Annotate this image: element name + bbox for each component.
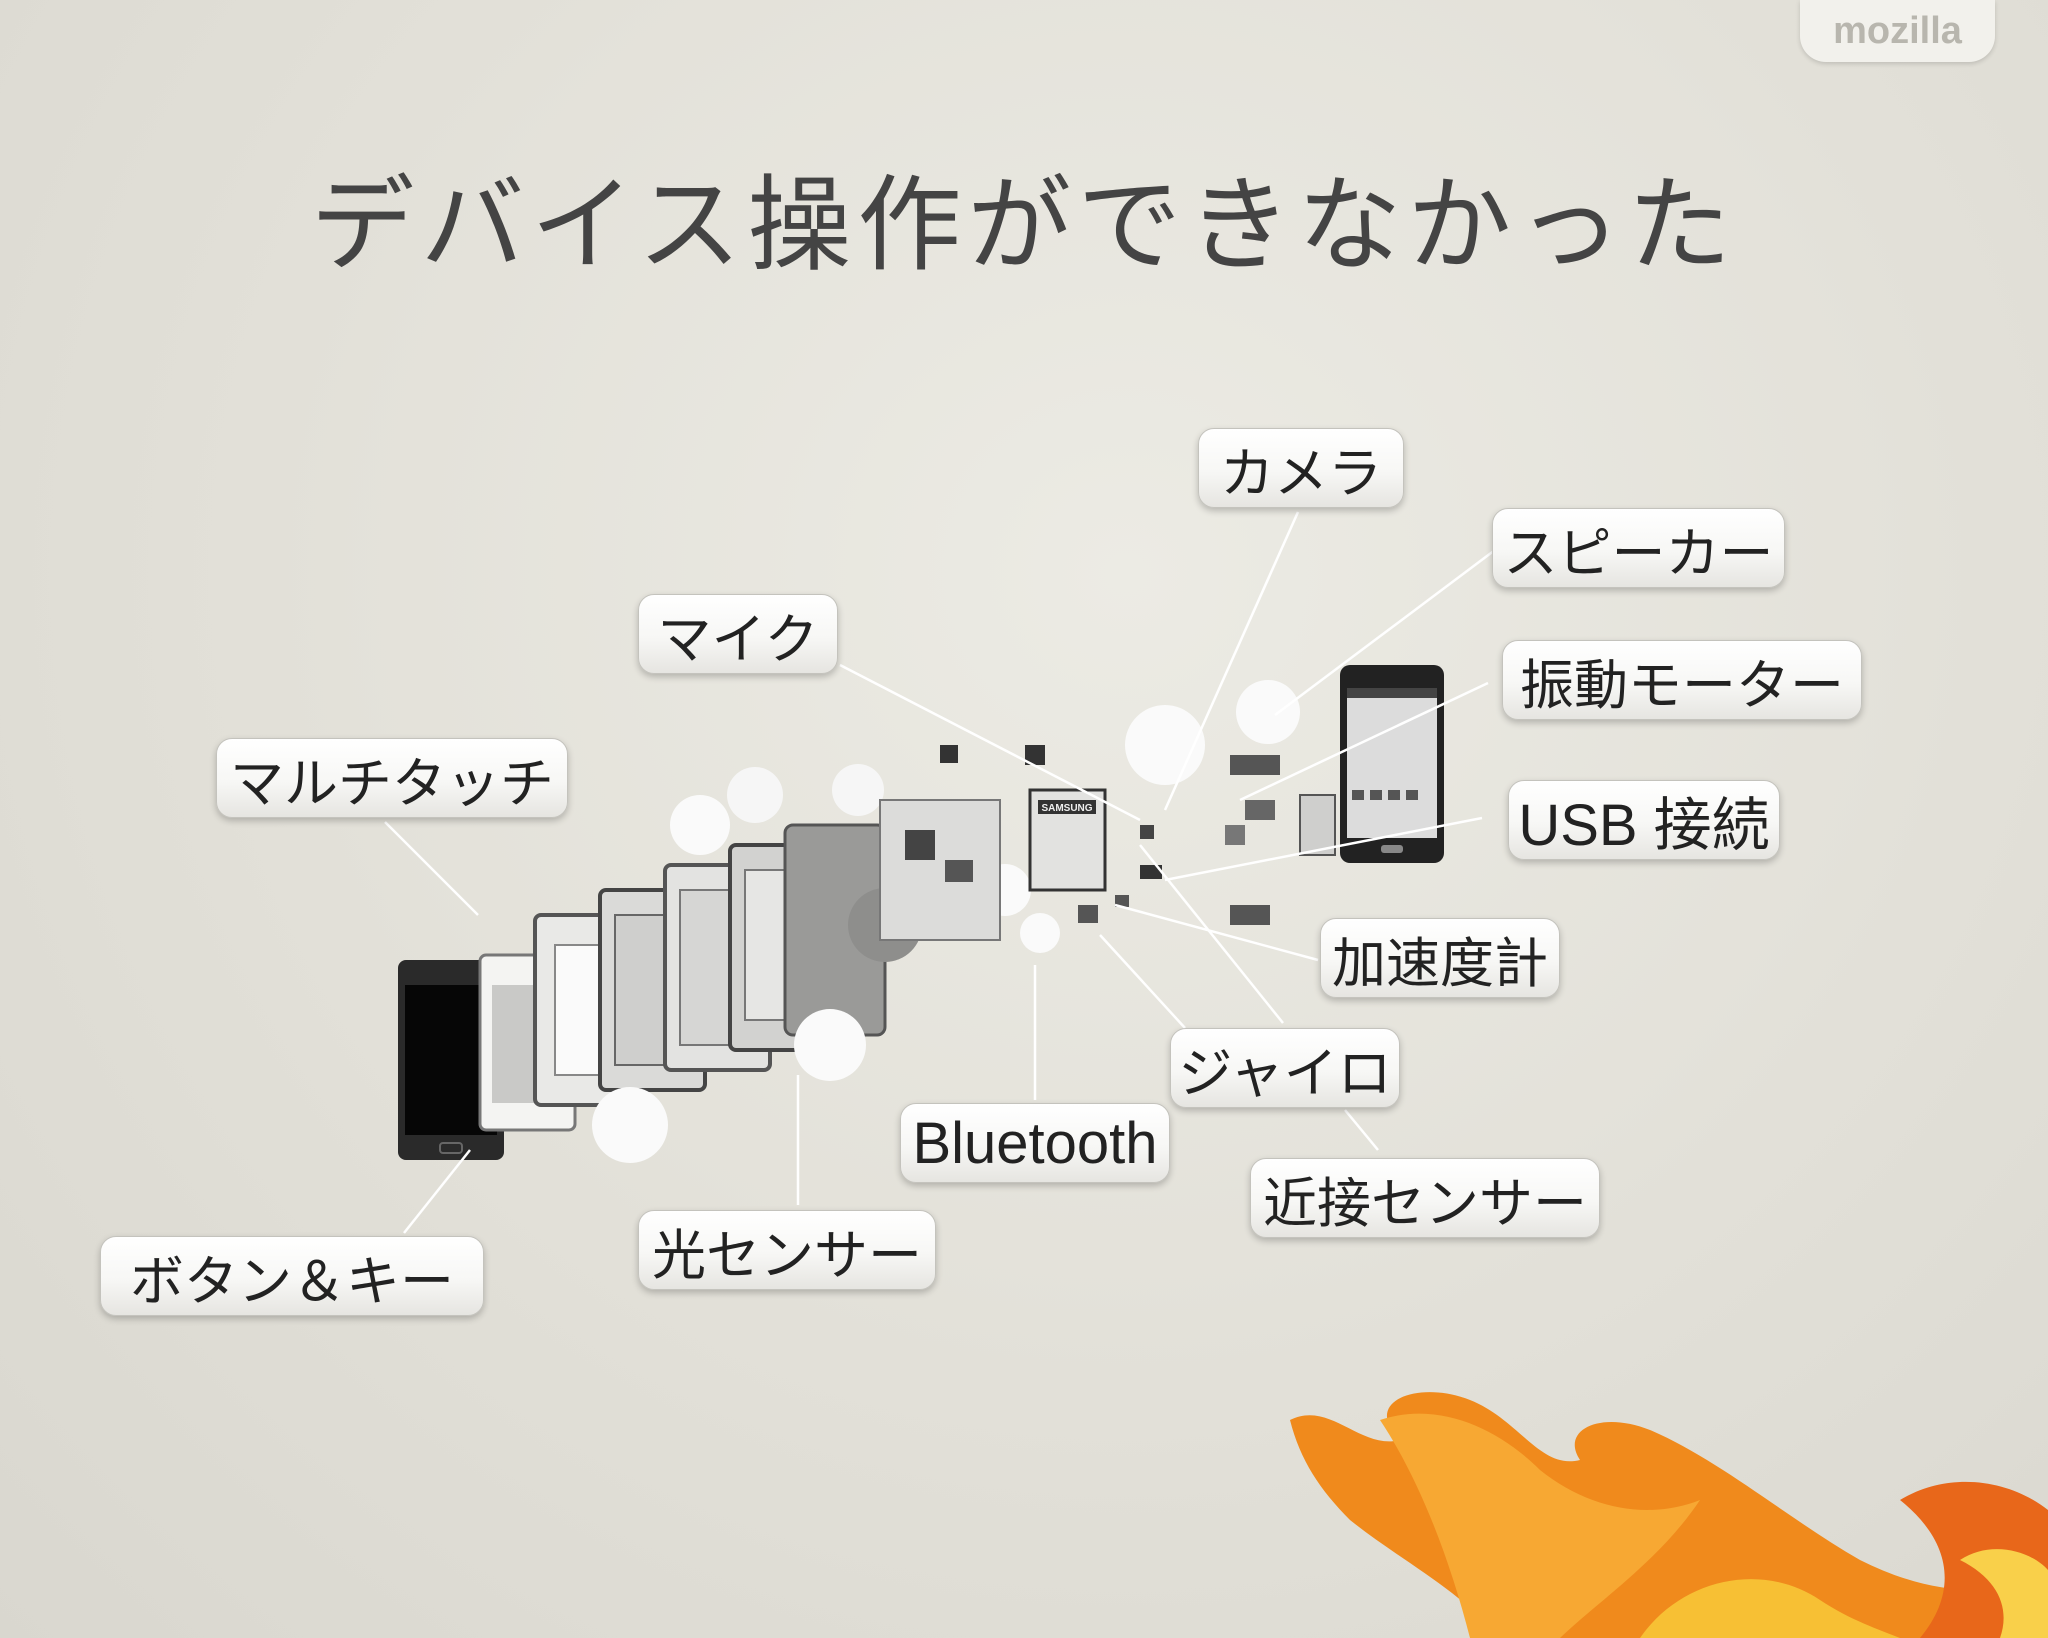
label-mic: マイク <box>638 594 838 674</box>
part-circle-e <box>794 1009 866 1081</box>
label-proximity-sensor: 近接センサー <box>1250 1158 1600 1238</box>
label-gyro: ジャイロ <box>1170 1028 1400 1108</box>
label-multitouch: マルチタッチ <box>216 738 568 818</box>
battery: SAMSUNG <box>1028 788 1107 892</box>
small-components <box>1078 755 1336 925</box>
label-vibration-motor: 振動モーター <box>1502 640 1862 720</box>
label-speaker: スピーカー <box>1492 508 1785 588</box>
part-circle-i <box>1020 913 1060 953</box>
assembled-phone <box>1340 665 1444 863</box>
connector-lines <box>384 511 1496 1234</box>
mozilla-logo-tab: mozilla <box>1800 0 1995 62</box>
part-circle-b <box>727 767 783 823</box>
mozilla-wordmark: mozilla <box>1833 9 1962 52</box>
part-circle-c <box>832 764 884 816</box>
part-circle-a <box>670 795 730 855</box>
slide-title: デバイス操作ができなかった <box>310 164 1738 286</box>
part-circle-d <box>592 1087 668 1163</box>
label-buttons-keys: ボタン＆キー <box>100 1236 484 1316</box>
label-bluetooth: Bluetooth <box>900 1103 1170 1183</box>
label-accelerometer: 加速度計 <box>1320 918 1560 998</box>
logic-board <box>879 745 1045 941</box>
firefox-flame-illustration <box>1290 1392 2048 1638</box>
part-circle-g <box>1236 680 1300 744</box>
label-light-sensor: 光センサー <box>638 1210 936 1290</box>
battery-brand: SAMSUNG <box>1041 803 1092 814</box>
label-camera: カメラ <box>1198 428 1404 508</box>
label-usb: USB 接続 <box>1508 780 1780 860</box>
